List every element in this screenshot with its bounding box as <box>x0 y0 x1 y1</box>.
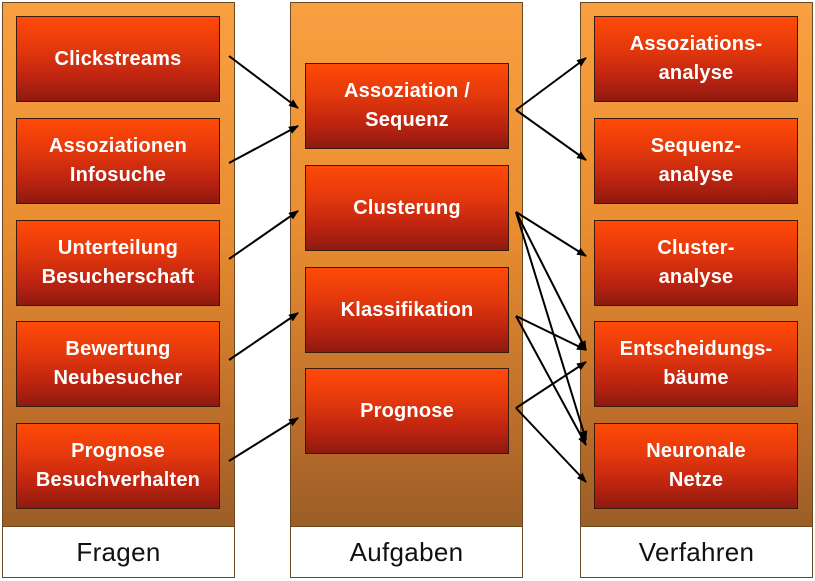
fragen-box-label: Clickstreams <box>54 47 182 70</box>
aufgaben-box-label: Prognose <box>360 399 454 422</box>
fragen-box-label: Prognose Besuchverhalten <box>35 440 201 491</box>
verfahren-box-label: Sequenz- analyse <box>650 135 742 186</box>
aufgaben-box-assoziation: Assoziation / Sequenz <box>305 63 509 149</box>
verfahren-box-sequenzanalyse: Sequenz- analyse <box>594 118 798 204</box>
arrow-aufgaben-1-to-verfahren-2 <box>515 211 587 257</box>
fragen-box-label: Bewertung Neubesucher <box>53 338 183 389</box>
arrow-fragen-2-to-aufgaben-1 <box>228 210 299 260</box>
fragen-box-label: Unterteilung Besucherschaft <box>41 237 195 288</box>
arrow-fragen-1-to-aufgaben-0 <box>228 125 299 164</box>
aufgaben-box-clusterung: Clusterung <box>305 165 509 251</box>
arrow-fragen-3-to-aufgaben-2 <box>228 312 299 361</box>
arrow-aufgaben-3-to-verfahren-3 <box>515 361 587 409</box>
aufgaben-box-klassifikation: Klassifikation <box>305 267 509 353</box>
verfahren-box-entscheidungsbaeume: Entscheidungs- bäume <box>594 321 798 407</box>
fragen-box-prognose: Prognose Besuchverhalten <box>16 423 220 509</box>
arrow-aufgaben-3-to-verfahren-4 <box>515 407 587 483</box>
arrow-aufgaben-0-to-verfahren-1 <box>515 109 587 161</box>
verfahren-box-clusteranalyse: Cluster- analyse <box>594 220 798 306</box>
column-title-aufgaben: Aufgaben <box>291 526 522 577</box>
arrow-aufgaben-2-to-verfahren-3 <box>515 315 587 351</box>
aufgaben-box-label: Assoziation / Sequenz <box>344 80 470 131</box>
arrow-aufgaben-2-to-verfahren-4 <box>515 315 587 446</box>
fragen-box-unterteilung: Unterteilung Besucherschaft <box>16 220 220 306</box>
fragen-box-label: Assoziationen Infosuche <box>48 135 188 186</box>
verfahren-box-label: Assoziations- analyse <box>629 33 763 84</box>
aufgaben-box-label: Clusterung <box>353 196 461 219</box>
verfahren-box-neuronale-netze: Neuronale Netze <box>594 423 798 509</box>
arrow-aufgaben-0-to-verfahren-0 <box>515 57 587 111</box>
aufgaben-box-label: Klassifikation <box>340 298 474 321</box>
arrow-aufgaben-1-to-verfahren-3 <box>515 211 587 351</box>
arrow-fragen-0-to-aufgaben-0 <box>228 55 299 109</box>
arrow-aufgaben-1-to-verfahren-4 <box>515 211 588 441</box>
aufgaben-box-prognose: Prognose <box>305 368 509 454</box>
verfahren-box-assoziationsanalyse: Assoziations- analyse <box>594 16 798 102</box>
verfahren-box-label: Neuronale Netze <box>646 440 746 491</box>
fragen-box-clickstreams: Clickstreams <box>16 16 220 102</box>
verfahren-box-label: Cluster- analyse <box>657 237 735 288</box>
fragen-box-bewertung: Bewertung Neubesucher <box>16 321 220 407</box>
verfahren-box-label: Entscheidungs- bäume <box>619 338 773 389</box>
arrow-fragen-4-to-aufgaben-3 <box>228 417 299 462</box>
column-title-fragen: Fragen <box>3 526 234 577</box>
column-title-verfahren: Verfahren <box>581 526 812 577</box>
fragen-box-assoziationen: Assoziationen Infosuche <box>16 118 220 204</box>
